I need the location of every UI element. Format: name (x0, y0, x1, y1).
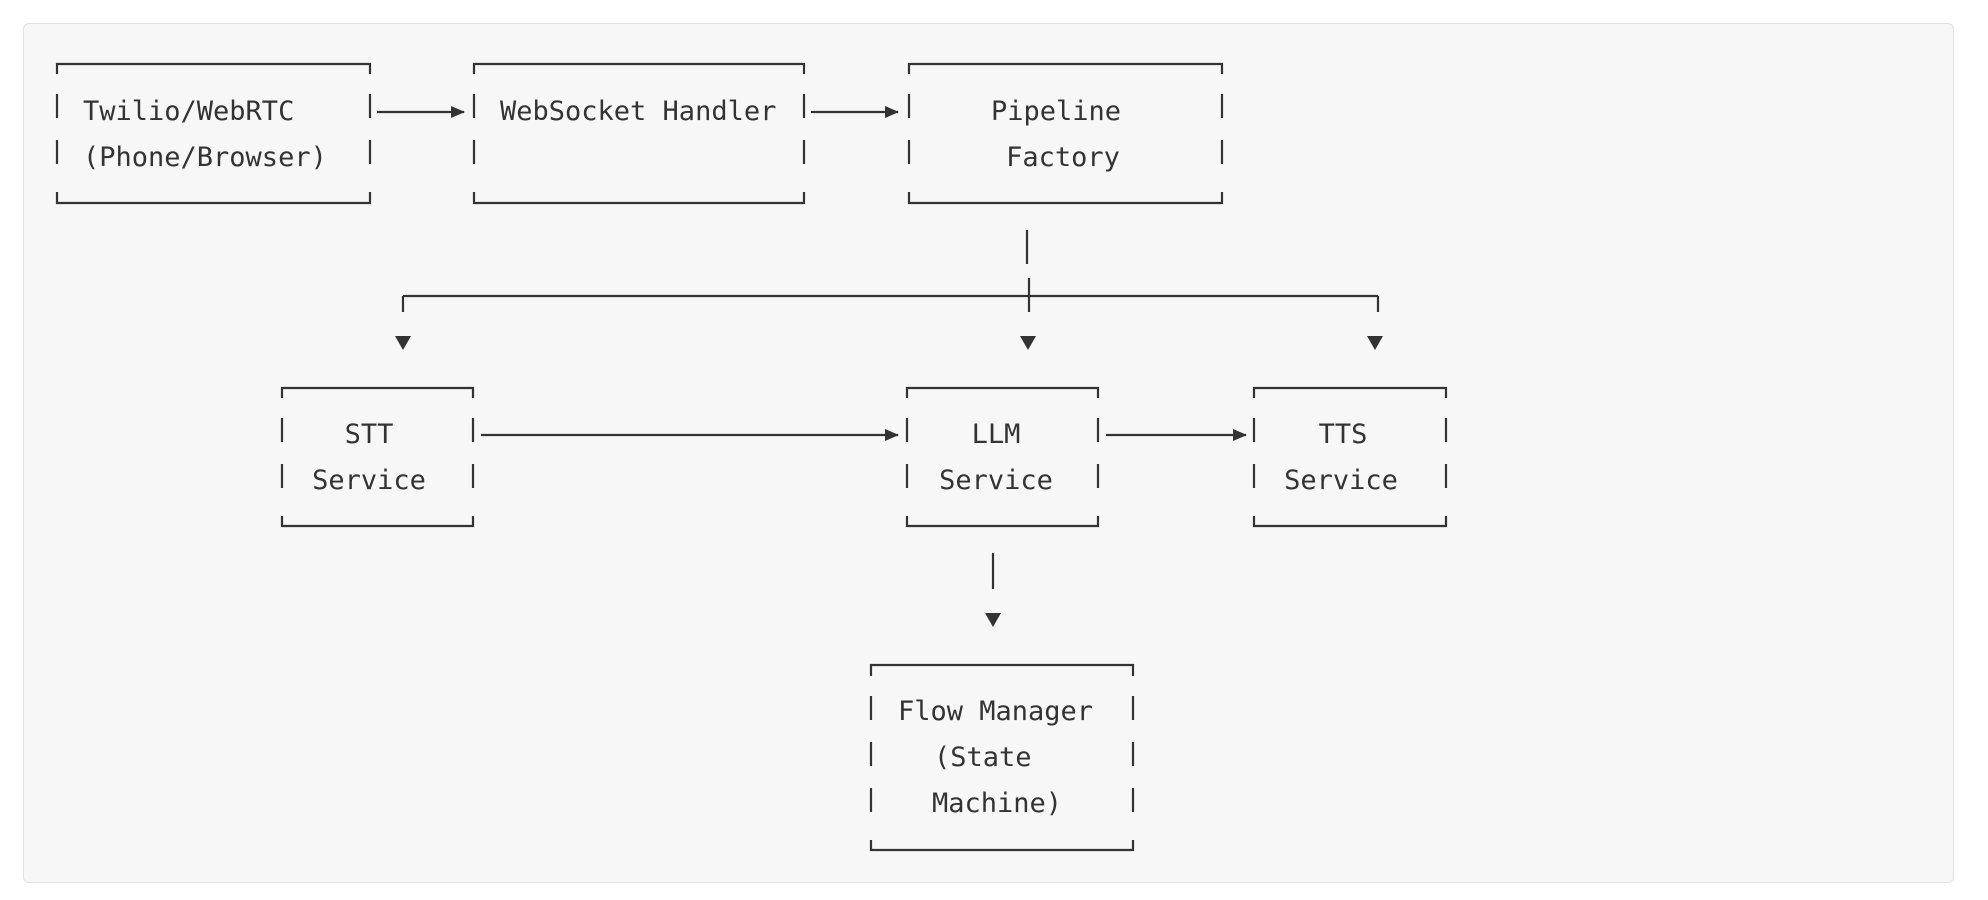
down-arrow-flow (985, 613, 1001, 627)
twilio-label-line2: (Phone/Browser) (83, 142, 327, 173)
stt-label-line1: STT (345, 419, 394, 450)
flow-manager-label-line2: (State (934, 742, 1032, 773)
websocket-label: WebSocket Handler (500, 96, 776, 127)
down-arrow-llm (1020, 336, 1036, 350)
pipeline-label-line1: Pipeline (991, 96, 1121, 127)
stt-label-line2: Service (312, 465, 426, 496)
llm-label-line1: LLM (972, 419, 1021, 450)
diagram-container (23, 23, 1954, 883)
twilio-box (55, 62, 372, 205)
flow-manager-label-line3: Machine) (932, 788, 1062, 819)
flow-manager-box (869, 663, 1135, 852)
pipeline-fanout-connector (401, 230, 1380, 312)
llm-box (905, 386, 1100, 528)
down-arrow-tts (1367, 336, 1383, 350)
flow-manager-label-line1: Flow Manager (898, 696, 1093, 727)
tts-label-line2: Service (1284, 465, 1398, 496)
pipeline-label-line2: Factory (1006, 142, 1120, 173)
stt-box (280, 386, 475, 528)
pipeline-box (907, 62, 1224, 205)
twilio-label-line1: Twilio/WebRTC (83, 96, 294, 127)
llm-label-line2: Service (939, 465, 1053, 496)
down-arrow-stt (395, 336, 411, 350)
tts-label-line1: TTS (1319, 419, 1368, 450)
websocket-box (472, 62, 806, 205)
tts-box (1252, 386, 1448, 528)
